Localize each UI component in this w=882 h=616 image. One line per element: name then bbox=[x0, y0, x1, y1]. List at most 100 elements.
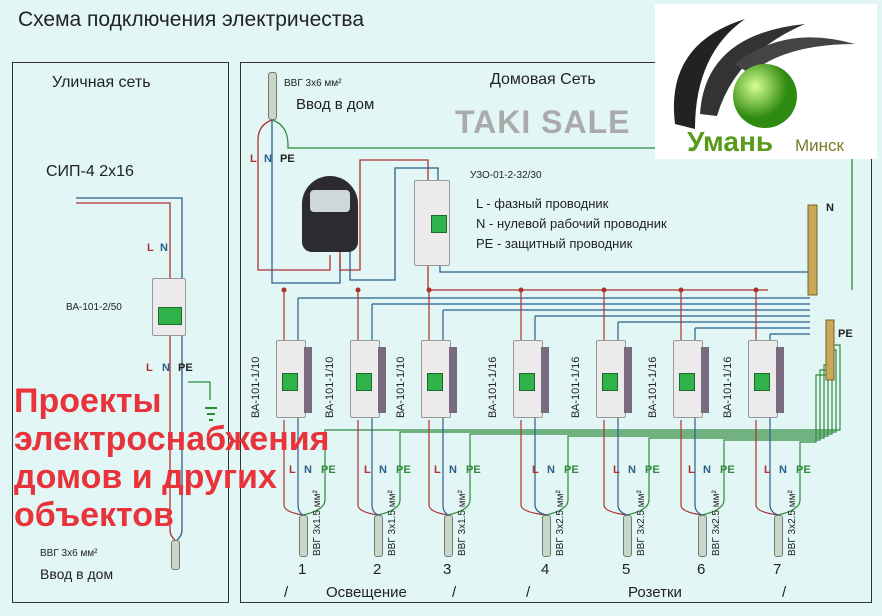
logo-name: Умань bbox=[687, 126, 774, 157]
junction-dot bbox=[518, 287, 524, 293]
breaker-label: ВА-101-1/16 bbox=[722, 356, 734, 418]
wire-label-l: L bbox=[764, 464, 771, 476]
junction-dot bbox=[426, 287, 432, 293]
wire bbox=[769, 333, 810, 516]
logo-city: Минск bbox=[795, 136, 844, 155]
wire-label-l: L bbox=[613, 464, 620, 476]
street-cable-label: СИП-4 2x16 bbox=[46, 163, 134, 180]
wire bbox=[777, 374, 826, 516]
cable-label: ВВГ 3x1.5 мм² bbox=[457, 490, 468, 556]
breaker-label: ВА-101-1/16 bbox=[487, 356, 499, 418]
wire bbox=[694, 327, 810, 516]
logo: Умань Минск bbox=[655, 4, 877, 159]
house-entry-cable bbox=[268, 72, 277, 120]
wire-label-n: N bbox=[779, 464, 787, 476]
breaker-label: ВА-101-1/10 bbox=[395, 356, 407, 418]
wire-label-n: N bbox=[160, 242, 168, 254]
wire-label-l: L bbox=[434, 464, 441, 476]
circuit-breaker bbox=[673, 340, 709, 418]
wire-label-pe: PE bbox=[466, 464, 481, 476]
group-slash: / bbox=[284, 584, 289, 601]
wire-label-n: N bbox=[449, 464, 457, 476]
wire-label-l: L bbox=[688, 464, 695, 476]
legend-pe: PE - защитный проводник bbox=[476, 236, 633, 251]
wire bbox=[617, 321, 810, 516]
circuit-number: 4 bbox=[541, 561, 550, 578]
cable-label: ВВГ 3x1.5 мм² bbox=[387, 490, 398, 556]
junction-dot bbox=[281, 287, 287, 293]
legend-l: L - фазный проводник bbox=[476, 196, 609, 211]
wire-label-n: N bbox=[304, 464, 312, 476]
wire-label-n: N bbox=[162, 362, 170, 374]
street-title: Уличная сеть bbox=[52, 74, 151, 91]
wire-label-n: N bbox=[379, 464, 387, 476]
group-sockets: Розетки bbox=[628, 584, 682, 601]
wire bbox=[680, 290, 703, 516]
wire bbox=[442, 309, 810, 516]
circuit-cable bbox=[374, 515, 383, 557]
wire bbox=[534, 315, 810, 516]
cable-label: ВВГ 3x2.5 мм² bbox=[711, 490, 722, 556]
circuit-cable bbox=[623, 515, 632, 557]
house-cable-label: ВВГ 3x6 мм² bbox=[284, 78, 342, 89]
cable-label: ВВГ 3x2.5 мм² bbox=[555, 490, 566, 556]
wire-label-n: N bbox=[547, 464, 555, 476]
circuit-cable bbox=[444, 515, 453, 557]
circuit-number: 3 bbox=[443, 561, 452, 578]
breaker-label: ВА-101-1/16 bbox=[647, 356, 659, 418]
junction-dot bbox=[753, 287, 759, 293]
circuit-cable bbox=[542, 515, 551, 557]
wire bbox=[297, 297, 810, 516]
wire-label-n: N bbox=[703, 464, 711, 476]
wire-label-l: L bbox=[289, 464, 296, 476]
main-breaker bbox=[152, 278, 186, 336]
wire-label-pe: PE bbox=[178, 362, 193, 374]
circuit-cable bbox=[299, 515, 308, 557]
wire-label-pe: PE bbox=[396, 464, 411, 476]
street-panel bbox=[12, 62, 229, 603]
wire-label-pe: PE bbox=[645, 464, 660, 476]
watermark-line: объектов bbox=[14, 496, 174, 534]
breaker-label: ВА-101-1/16 bbox=[570, 356, 582, 418]
pe-bus-label: PE bbox=[838, 328, 853, 340]
wire bbox=[755, 290, 779, 516]
cable-label: ВВГ 3x2.5 мм² bbox=[787, 490, 798, 556]
circuit-number: 7 bbox=[773, 561, 782, 578]
circuit-number: 5 bbox=[622, 561, 631, 578]
junction-dot bbox=[355, 287, 361, 293]
wire bbox=[520, 290, 547, 516]
cable-label: ВВГ 3x1.5 мм² bbox=[312, 490, 323, 556]
wire-label-pe: PE bbox=[280, 153, 295, 165]
wire-label-l: L bbox=[532, 464, 539, 476]
circuit-number: 2 bbox=[373, 561, 382, 578]
junction-dot bbox=[601, 287, 607, 293]
wire-label-n: N bbox=[264, 153, 272, 165]
circuit-breaker bbox=[350, 340, 386, 418]
n-bus-label: N bbox=[826, 202, 834, 214]
wire-label-l: L bbox=[147, 242, 154, 254]
circuit-cable bbox=[698, 515, 707, 557]
circuit-breaker bbox=[596, 340, 632, 418]
legend: L - фазный проводник N - нулевой рабочий… bbox=[476, 194, 667, 254]
group-slash: / bbox=[526, 584, 531, 601]
wire-label-n: N bbox=[628, 464, 636, 476]
legend-n: N - нулевой рабочий проводник bbox=[476, 216, 667, 231]
wire-label-pe: PE bbox=[321, 464, 336, 476]
watermark-line: домов и других bbox=[14, 458, 277, 496]
entry-cable bbox=[171, 540, 180, 570]
circuit-breaker bbox=[513, 340, 549, 418]
cable-label: ВВГ 3x2.5 мм² bbox=[636, 490, 647, 556]
wire bbox=[428, 290, 449, 516]
watermark-line: электроснабжения bbox=[14, 420, 330, 458]
house-entry-label: Ввод в дом bbox=[296, 96, 375, 113]
wire bbox=[626, 364, 826, 516]
diagram-title: Схема подключения электричества bbox=[18, 8, 364, 31]
wire-label-l: L bbox=[146, 362, 153, 374]
house-title: Домовая Сеть bbox=[490, 71, 596, 88]
group-slash: / bbox=[452, 584, 457, 601]
wire bbox=[357, 290, 379, 516]
junction-dot bbox=[678, 287, 684, 293]
wire bbox=[371, 303, 810, 516]
wire-label-pe: PE bbox=[720, 464, 735, 476]
wire-label-l: L bbox=[364, 464, 371, 476]
